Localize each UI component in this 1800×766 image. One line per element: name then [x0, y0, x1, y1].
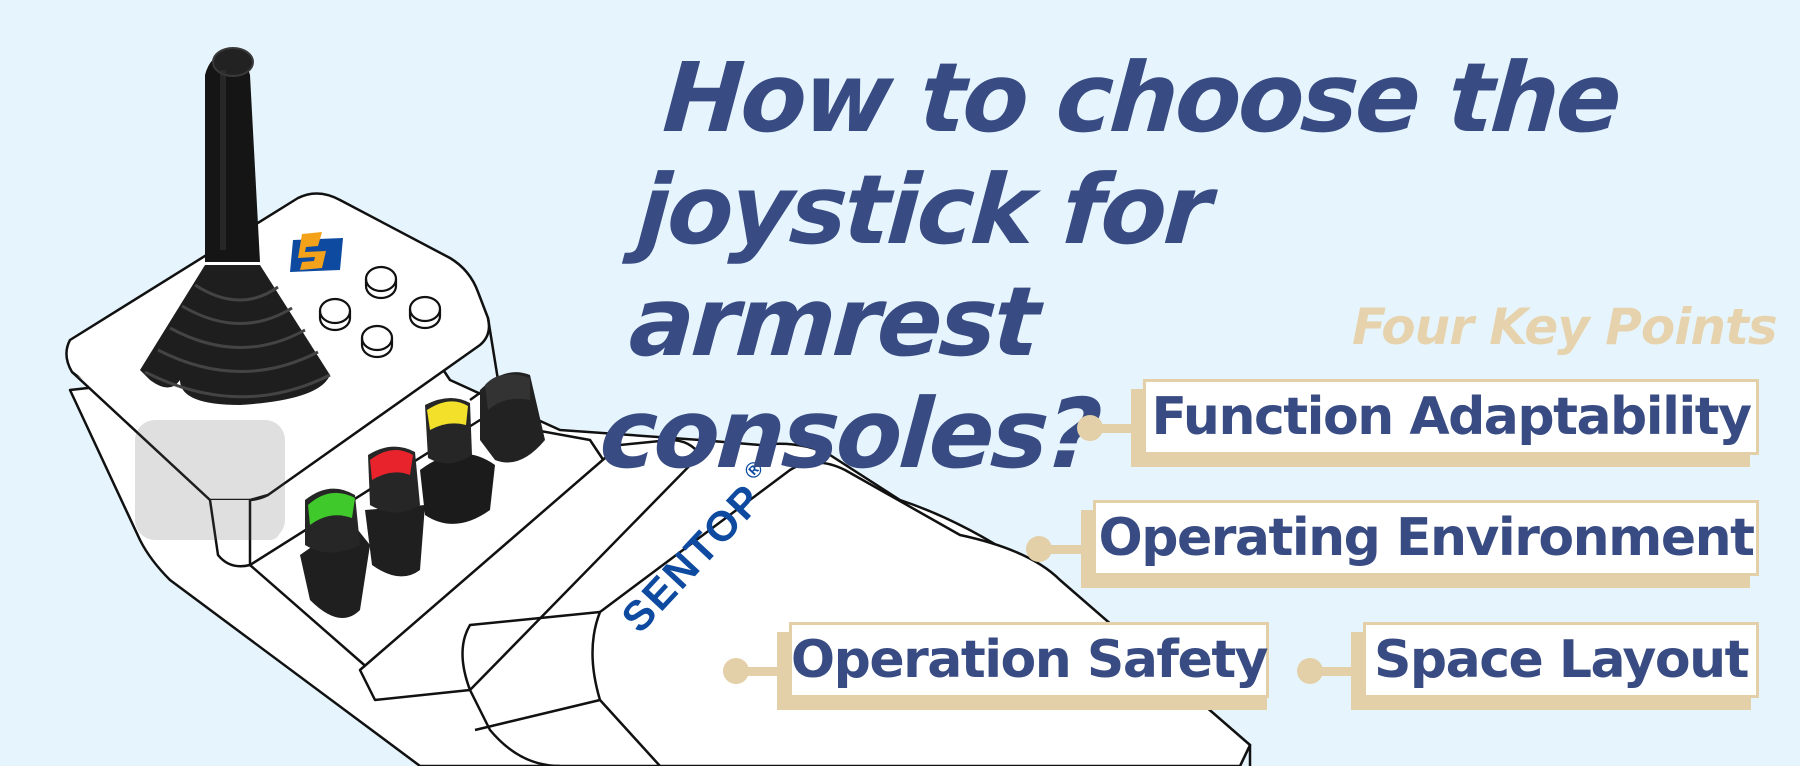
red-lever-cap: [370, 450, 413, 480]
key-point-label: Operation Safety: [789, 622, 1269, 698]
company-logo-icon: [290, 232, 343, 272]
key-point-label: Operating Environment: [1093, 500, 1759, 576]
connector-line: [1314, 667, 1354, 676]
green-lever-cap: [308, 492, 355, 525]
push-buttons: [318, 265, 442, 359]
connector-line: [740, 667, 780, 676]
yellow-lever-cap: [427, 401, 468, 430]
paddle-levers: [300, 372, 545, 618]
joystick-mechanism-ghost: [135, 420, 285, 540]
key-point-label: Function Adaptability: [1143, 379, 1759, 455]
subtitle: Four Key Points: [1352, 298, 1778, 356]
connector-line: [1044, 545, 1084, 554]
armrest-pad-mid: [358, 438, 702, 702]
joystick-icon: [140, 47, 331, 405]
key-point-label: Space Layout: [1363, 622, 1759, 698]
title-line-1: How to choose the: [659, 42, 1623, 154]
connector-line: [1095, 424, 1135, 433]
